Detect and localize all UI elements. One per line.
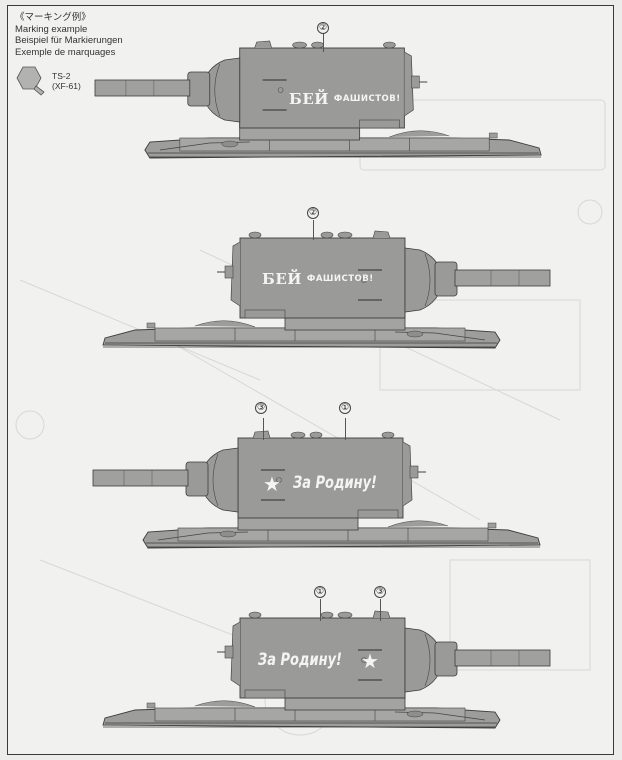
title-japanese: 《マーキング例》 bbox=[15, 12, 91, 23]
callout-decal-1: ① bbox=[314, 586, 326, 598]
callout-leader bbox=[320, 599, 321, 621]
callout-leader bbox=[345, 418, 346, 440]
callout-decal-1: ① bbox=[339, 402, 351, 414]
title-french: Exemple de marquages bbox=[15, 46, 116, 58]
callout-leader bbox=[313, 220, 314, 240]
callout-decal-3: ③ bbox=[255, 402, 267, 414]
slogan-decal: БЕЙ ФАШИСТОВ! bbox=[262, 270, 374, 289]
tank-marking-1: ② БЕЙ ФАШИСТОВ! bbox=[0, 20, 622, 165]
callout-leader bbox=[380, 599, 381, 621]
callout-decal-2: ② bbox=[307, 207, 319, 219]
callout-leader bbox=[323, 32, 324, 52]
slogan-decal: За Родину! bbox=[258, 650, 342, 670]
red-star-decal: ★ bbox=[361, 651, 379, 673]
slogan-big-text: БЕЙ bbox=[262, 270, 302, 288]
paint-reference: TS-2 (XF-61) bbox=[14, 64, 114, 104]
marking-example-header: 《マーキング例》 Marking example Beispiel für Ma… bbox=[15, 12, 123, 58]
paint-hexagon-icon bbox=[16, 66, 45, 96]
callout-decal-2: ② bbox=[317, 22, 329, 34]
slogan-small-text: ФАШИСТОВ! bbox=[333, 94, 401, 104]
paint-code: TS-2 bbox=[52, 71, 71, 81]
tank-marking-3: ③ ① ★ За Родину! bbox=[0, 402, 622, 555]
slogan-big-text: БЕЙ bbox=[289, 90, 329, 108]
title-english: Marking example bbox=[15, 23, 88, 35]
slogan-small-text: ФАШИСТОВ! bbox=[306, 274, 374, 284]
callout-decal-3: ③ bbox=[374, 586, 386, 598]
title-german: Beispiel für Markierungen bbox=[15, 35, 123, 46]
slogan-decal: БЕЙ ФАШИСТОВ! bbox=[289, 90, 401, 109]
callout-leader bbox=[263, 418, 264, 440]
slogan-decal: За Родину! bbox=[293, 473, 377, 493]
red-star-decal: ★ bbox=[263, 474, 281, 496]
paint-alt-code: (XF-61) bbox=[52, 81, 81, 91]
tank-marking-2: ② БЕЙ ФАШИСТОВ! bbox=[0, 207, 622, 355]
tank-marking-4: ① ③ За Родину! ★ bbox=[0, 586, 622, 735]
